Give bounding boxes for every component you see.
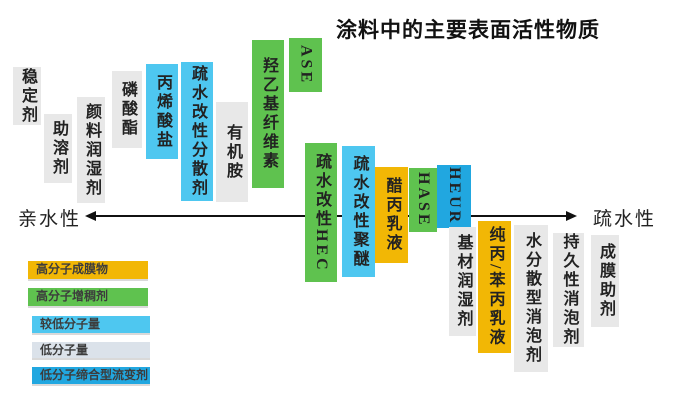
legend-polymer-film-former: 高分子成膜物 — [28, 261, 148, 279]
bar-substrate-wetting-agent: 基材润湿剂 — [449, 227, 476, 336]
bar-phosphate-ester: 磷酸酯 — [112, 71, 142, 148]
arrow-left-icon — [85, 211, 96, 221]
bar-pigment-wetting-agent: 颜料润湿剂 — [77, 97, 105, 203]
bar-coalescent: 成膜助剂 — [591, 235, 619, 327]
bar-cosolvent: 助溶剂 — [44, 114, 72, 183]
bar-acrylate: 丙烯酸盐 — [146, 64, 178, 159]
bar-hydroxyethyl-cellulose: 羟乙基纤维素 — [252, 40, 284, 188]
bar-hydrophobic-modified-hec: 疏水改性HEC — [305, 143, 337, 282]
bar-hydrophobic-modified-dispersant: 疏水改性分散剂 — [181, 62, 213, 201]
bar-persistent-defoamer: 持久性消泡剂 — [553, 233, 584, 347]
axis-label-hydrophobic: 疏水性 — [593, 209, 657, 230]
bar-ase: ASE — [289, 38, 322, 92]
bar-hydrophobic-modified-polyether: 疏水改性聚醚 — [342, 146, 375, 277]
bar-hase: HASE — [409, 168, 437, 232]
page-title: 涂料中的主要表面活性物质 — [336, 18, 600, 42]
legend-low-molecular-weight: 低分子量 — [32, 342, 150, 358]
legend-polymer-thickener: 高分子增稠剂 — [28, 288, 148, 306]
axis-label-hydrophilic: 亲水性 — [18, 209, 82, 230]
bar-vinyl-acrylic-emulsion: 醋丙乳液 — [375, 167, 408, 263]
legend-lower-molecular-weight: 较低分子量 — [32, 316, 150, 333]
bar-stabilizer: 稳定剂 — [13, 67, 41, 125]
legend-low-mw-associative-rheology-modifier: 低分子缔合型流变剂 — [32, 367, 150, 384]
bar-pure-styrene-acrylic-emulsion: 纯丙/苯丙乳液 — [478, 221, 511, 353]
bar-heur: HEUR — [437, 165, 471, 228]
arrow-right-icon — [566, 211, 577, 221]
bar-organic-amine: 有机胺 — [216, 102, 248, 202]
bar-water-dispersible-defoamer: 水分散型消泡剂 — [514, 225, 548, 372]
